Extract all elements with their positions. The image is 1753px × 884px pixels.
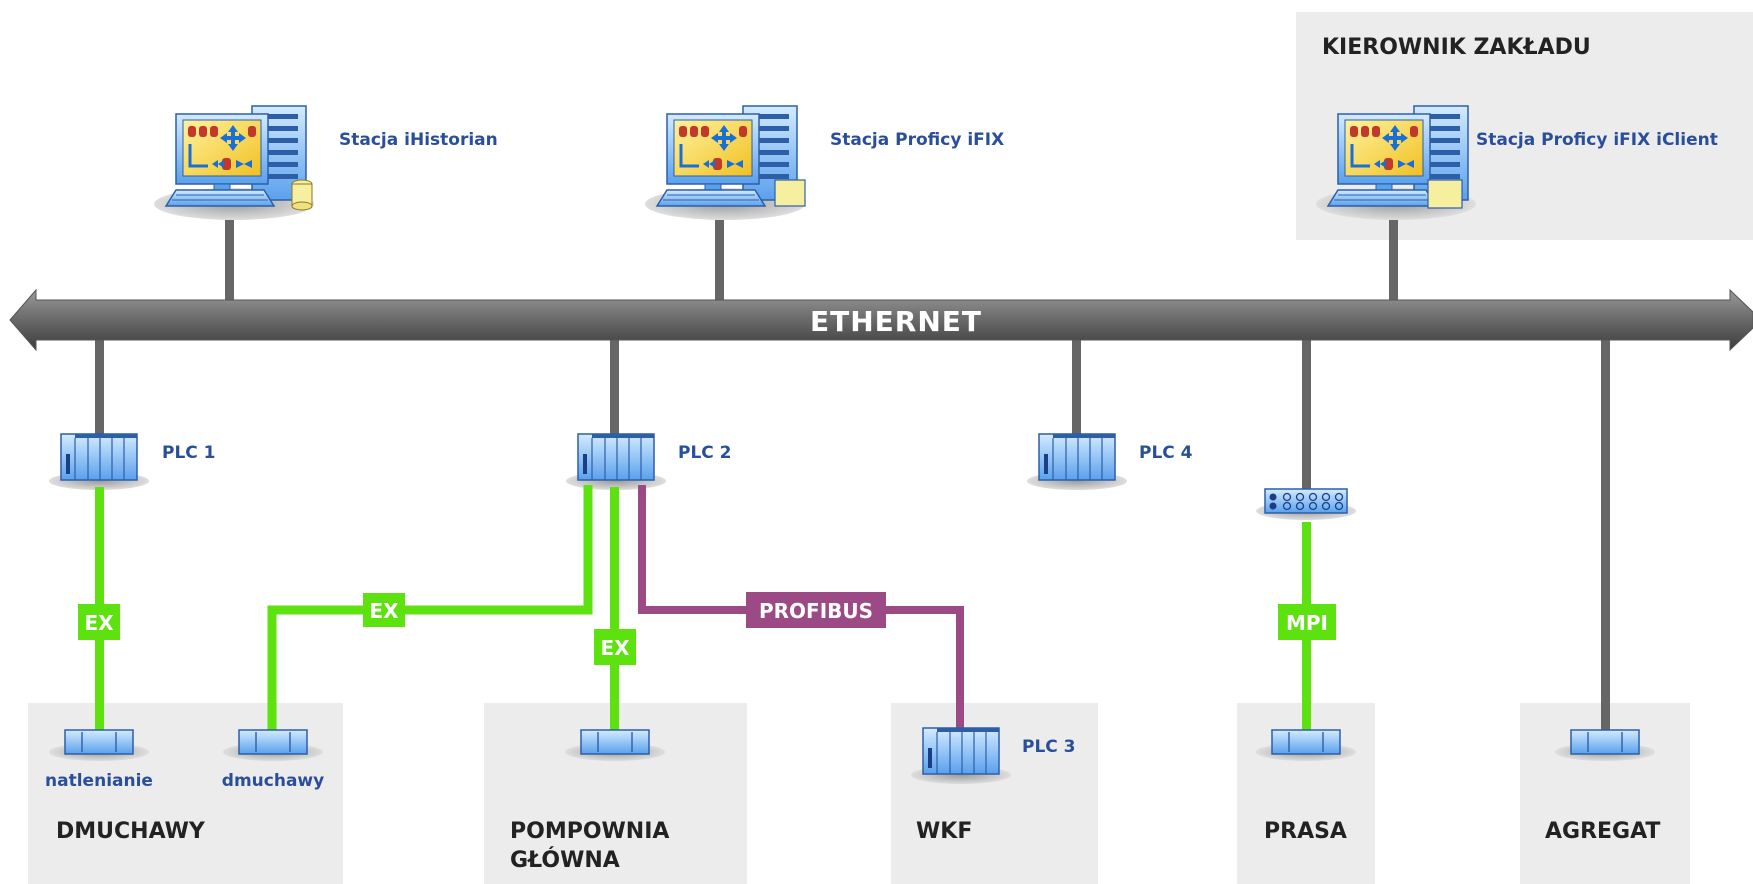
area-prasa-title: PRASA bbox=[1264, 819, 1347, 844]
scada-drop bbox=[715, 215, 724, 300]
plc4-drop bbox=[1072, 340, 1081, 435]
historian-workstation bbox=[152, 104, 316, 222]
area-agregat-title: AGREGAT bbox=[1545, 819, 1660, 844]
ethernet-bus bbox=[9, 288, 1753, 352]
historian-station-label: Stacja iHistorian bbox=[339, 130, 498, 150]
ex2-tag-bg bbox=[363, 593, 405, 627]
ex2-tag: EX bbox=[369, 599, 399, 623]
ex2-link bbox=[267, 485, 593, 730]
plc4-label: PLC 4 bbox=[1139, 443, 1193, 463]
plc2-label: PLC 2 bbox=[678, 443, 732, 463]
dmuchawy-label: dmuchawy bbox=[222, 771, 324, 791]
ethernet-label: ETHERNET bbox=[810, 305, 982, 338]
mpi-adapter bbox=[1256, 488, 1356, 520]
ex3-link bbox=[610, 487, 619, 730]
area-wkf-title: WKF bbox=[916, 819, 972, 844]
plc2-rack bbox=[565, 433, 667, 491]
area-pompownia-title-line2: GŁÓWNA bbox=[510, 847, 620, 873]
plc4-rack bbox=[1026, 433, 1128, 491]
scada-station-label: Stacja Proficy iFIX bbox=[830, 130, 1004, 150]
zone-manager-title: KIEROWNIK ZAKŁADU bbox=[1322, 35, 1591, 60]
plc1-rack bbox=[48, 433, 150, 491]
client-drop bbox=[1389, 215, 1398, 300]
natlenianie-label: natlenianie bbox=[45, 771, 153, 791]
plc1-label: PLC 1 bbox=[162, 443, 216, 463]
client-station-label: Stacja Proficy iFIX iClient bbox=[1476, 130, 1718, 150]
mpi-tag: MPI bbox=[1286, 611, 1328, 635]
profibus-tag: PROFIBUS bbox=[759, 599, 873, 623]
historian-drop bbox=[225, 215, 234, 300]
plc1-drop bbox=[95, 340, 104, 435]
ex1-tag: EX bbox=[84, 611, 114, 635]
plc3-label: PLC 3 bbox=[1022, 737, 1076, 757]
area-dmuchawy-title: DMUCHAWY bbox=[56, 819, 206, 844]
ex3-tag-bg bbox=[594, 629, 636, 665]
profibus-tag-bg bbox=[746, 592, 886, 628]
client-workstation bbox=[1314, 104, 1478, 222]
area-pompownia-title-line1: POMPOWNIA bbox=[510, 819, 669, 844]
plc2-drop bbox=[610, 340, 619, 435]
mpi-tag-bg bbox=[1278, 604, 1336, 640]
ex1-tag-bg bbox=[78, 604, 120, 640]
scada-workstation bbox=[643, 104, 807, 222]
plc3-rack bbox=[910, 727, 1012, 785]
prasa-drop bbox=[1302, 340, 1311, 490]
agregat-drop bbox=[1601, 340, 1610, 740]
ex3-tag: EX bbox=[600, 636, 630, 660]
